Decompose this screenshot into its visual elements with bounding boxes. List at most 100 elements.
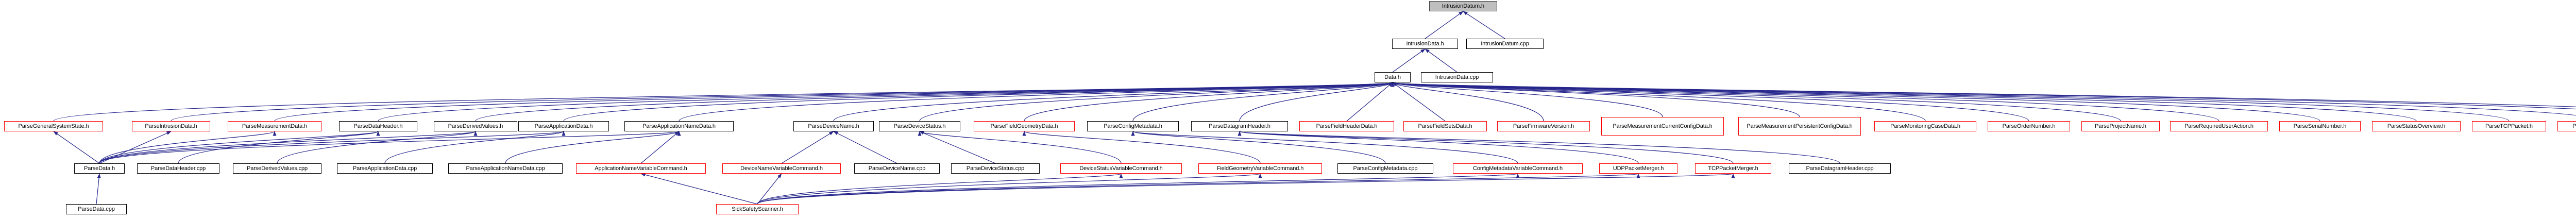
graph-node-label: ParseDatagramHeader.h: [1209, 123, 1270, 129]
graph-node-label: ParseRequiredUserAction.h: [2184, 123, 2253, 129]
graph-node-label: ApplicationNameVariableCommand.h: [595, 165, 687, 172]
graph-node[interactable]: ParseDataHeader.cpp: [137, 163, 219, 174]
graph-node[interactable]: IntrusionDatum.cpp: [1466, 39, 1544, 49]
graph-edge: [1391, 82, 1663, 117]
graph-node[interactable]: ParseMeasurementPersistentConfigData.h: [1738, 117, 1861, 136]
graph-node[interactable]: ParseDatagramHeader.cpp: [1789, 163, 1891, 174]
graph-node-label: ParseMeasurementPersistentConfigData.h: [1747, 123, 1853, 129]
graph-node[interactable]: IntrusionData.h: [1392, 39, 1458, 49]
graph-node[interactable]: SickSafetyScanner.h: [716, 204, 799, 214]
graph-edge: [1391, 82, 2029, 122]
graph-node[interactable]: ParseSerialNumber.h: [2279, 121, 2361, 131]
graph-node[interactable]: ParseDeviceStatus.cpp: [951, 163, 1040, 174]
graph-edge: [781, 131, 834, 164]
graph-edge: [99, 131, 172, 164]
graph-node[interactable]: ParseDerivedValues.cpp: [233, 163, 321, 174]
graph-node[interactable]: ParseDerivedValues.h: [434, 121, 517, 131]
graph-node[interactable]: ParseFieldHeaderData.h: [1299, 121, 1394, 131]
graph-node[interactable]: ParseApplicationNameData.cpp: [448, 163, 563, 174]
graph-node-label: ParseApplicationNameData.cpp: [466, 165, 545, 172]
graph-node[interactable]: Data.h: [1375, 72, 1411, 82]
graph-node-label: ParseFieldSetsData.h: [1418, 123, 1472, 129]
graph-node-label: ParseIntrusionData.h: [145, 123, 197, 129]
graph-edge: [1425, 48, 1458, 73]
graph-node[interactable]: ParseMonitoringCaseData.h: [1874, 121, 1976, 131]
graph-node-label: ParseDerivedValues.h: [448, 123, 503, 129]
graph-node[interactable]: ParseRequiredUserAction.h: [2170, 121, 2268, 131]
graph-node[interactable]: ParseDeviceStatus.h: [879, 121, 960, 131]
graph-node[interactable]: ParseOrderNumber.h: [1988, 121, 2070, 131]
graph-node-label: ConfigMetadataVariableCommand.h: [1472, 165, 1563, 172]
graph-node[interactable]: DeviceStatusVariableCommand.h: [1060, 163, 1182, 174]
graph-node[interactable]: ParseDataHeader.h: [339, 121, 417, 131]
graph-edge: [1346, 82, 1393, 122]
graph-node[interactable]: ParseDeviceName.cpp: [854, 163, 940, 174]
graph-node-label: Data.h: [1384, 74, 1401, 80]
graph-node[interactable]: ParseData.h: [74, 163, 125, 174]
graph-node[interactable]: DeviceNameVariableCommand.h: [722, 163, 841, 174]
graph-edge: [757, 173, 782, 205]
graph-node-label: ParseDeviceStatus.h: [893, 123, 946, 129]
graph-edge: [99, 131, 681, 164]
graph-node[interactable]: ApplicationNameVariableCommand.h: [576, 163, 706, 174]
graph-node[interactable]: IntrusionData.cpp: [1421, 72, 1493, 82]
graph-node-label: TCPPacketMerger.h: [1708, 165, 1758, 172]
graph-edge: [1425, 11, 1464, 39]
graph-edge: [918, 131, 1122, 164]
graph-node-label: ParseTCPPacket.h: [2485, 123, 2533, 129]
graph-node[interactable]: ParseProjectName.h: [2081, 121, 2160, 131]
graph-edge: [563, 82, 1394, 122]
graph-edge: [1391, 82, 2121, 122]
graph-edge: [505, 131, 681, 164]
graph-node[interactable]: ParseTCPPacket.h: [2472, 121, 2546, 131]
graph-node[interactable]: ParseFieldGeometryData.h: [974, 121, 1075, 131]
graph-edge: [1024, 82, 1395, 122]
graph-node[interactable]: ParseIntrusionData.h: [132, 121, 210, 131]
graph-edge: [1391, 82, 1800, 117]
graph-node[interactable]: ParseDeviceName.h: [793, 121, 874, 131]
graph-node[interactable]: IntrusionDatum.h: [1429, 1, 1497, 11]
graph-edge: [178, 131, 380, 164]
graph-node-label: ParseConfigMetadata.h: [1104, 123, 1162, 129]
graph-node[interactable]: ParseMeasurementData.h: [228, 121, 321, 131]
graph-node-label: ParseData.h: [83, 165, 115, 172]
graph-node[interactable]: ParseFirmwareVersion.h: [1497, 121, 1590, 131]
graph-node[interactable]: ParseConfigMetadata.h: [1087, 121, 1179, 131]
graph-edge: [833, 82, 1394, 122]
graph-node-label: ParseMonitoringCaseData.h: [1890, 123, 1960, 129]
graph-node[interactable]: FieldGeometryVariableCommand.h: [1198, 163, 1322, 174]
graph-node-label: ParseFieldGeometryData.h: [990, 123, 1058, 129]
graph-node-label: ParseMeasurementCurrentConfigData.h: [1613, 123, 1713, 129]
graph-node[interactable]: UDPPacketMerger.h: [1599, 163, 1677, 174]
graph-node[interactable]: ParseGeneralSystemState.h: [4, 121, 103, 131]
graph-node[interactable]: ParseApplicationData.h: [518, 121, 609, 131]
graph-node-label: ParseDataHeader.cpp: [150, 165, 206, 172]
graph-node-label: ParseApplicationData.cpp: [352, 165, 417, 172]
graph-edge: [1392, 82, 1446, 122]
graph-node-label: ParseDeviceName.h: [808, 123, 859, 129]
graph-node[interactable]: ParseTypeCodeData.h: [2557, 121, 2576, 131]
graph-node-label: ParseDatagramHeader.cpp: [1806, 165, 1874, 172]
graph-node[interactable]: ParseFieldSetsData.h: [1403, 121, 1487, 131]
graph-edge: [99, 131, 477, 164]
graph-node-label: ParseFieldHeaderData.h: [1316, 123, 1378, 129]
graph-node[interactable]: ParseMeasurementCurrentConfigData.h: [1601, 117, 1724, 136]
graph-edge: [757, 173, 1640, 205]
graph-node[interactable]: ParseApplicationNameData.h: [624, 121, 734, 131]
graph-node[interactable]: ParseApplicationData.cpp: [337, 163, 433, 174]
graph-node[interactable]: ParseConfigMetadata.cpp: [1337, 163, 1433, 174]
graph-edge: [1238, 131, 1639, 164]
graph-node[interactable]: ParseStatusOverview.h: [2372, 121, 2461, 131]
graph-node[interactable]: ConfigMetadataVariableCommand.h: [1453, 163, 1583, 174]
graph-node[interactable]: ParseDatagramHeader.h: [1191, 121, 1288, 131]
graph-edge: [99, 131, 565, 164]
graph-edge: [919, 131, 996, 164]
graph-node[interactable]: TCPPacketMerger.h: [1695, 163, 1771, 174]
graph-edge: [1392, 48, 1426, 73]
graph-node[interactable]: ParseData.cpp: [66, 204, 127, 214]
graph-node-label: ParseApplicationNameData.h: [642, 123, 716, 129]
graph-edge: [1391, 82, 2219, 122]
graph-edge: [1392, 82, 2576, 107]
